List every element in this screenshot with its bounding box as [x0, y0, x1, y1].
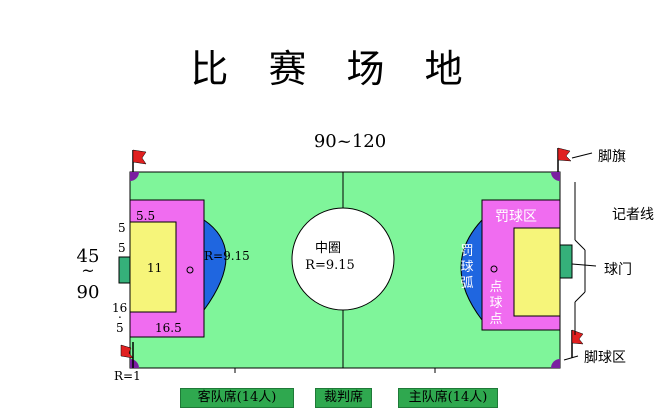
penalty-spot-char-3: 点 [489, 312, 502, 327]
corner-flag-top-left [132, 149, 147, 172]
corner-flag-label: 脚旗 [598, 149, 626, 165]
goal-area-offset-a: 5 [118, 221, 126, 235]
left-penalty-spot [186, 266, 194, 274]
right-goal [559, 244, 573, 279]
right-penalty-arc [460, 218, 483, 322]
penalty-arc-char-2: 球 [460, 260, 473, 275]
goal-pointer [571, 263, 597, 267]
penalty-area-label: 罚球区 [495, 209, 537, 225]
width-label-top: 45 [77, 246, 100, 267]
center-circle [291, 207, 395, 311]
corner-radius-label: R=1 [114, 369, 141, 383]
left-goal [118, 256, 131, 284]
home-bench: 主队席(14人) [398, 388, 498, 408]
center-circle-label: 中圈 [315, 241, 341, 256]
penalty-arc-char-1: 罚 [460, 244, 473, 259]
officials-bench: 裁判席 [315, 388, 372, 408]
penalty-spot-label: 点 球 点 [489, 280, 502, 327]
left-goal-area [129, 221, 177, 313]
corner-arc-top-left [130, 172, 139, 181]
penalty-spot-char-2: 球 [489, 296, 502, 311]
penalty-spot-number: 11 [147, 261, 162, 275]
goal-area-depth-label: 5.5 [136, 209, 155, 223]
left-penalty-arc [203, 219, 227, 312]
width-label-tilde: ~ [81, 261, 94, 280]
away-bench: 客队席(14人) [180, 388, 294, 408]
corner-flag-top-right [557, 147, 572, 172]
penalty-arc-char-3: 弧 [460, 276, 473, 291]
right-penalty-spot [490, 265, 498, 273]
length-label: 90~120 [314, 131, 386, 152]
corner-flag-pointer [571, 152, 593, 159]
corner-arc-bottom-right [551, 359, 560, 368]
corner-area-pointer [563, 355, 579, 361]
page-title: 比 赛 场 地 [190, 47, 477, 91]
width-label-bottom: 90 [77, 282, 100, 303]
right-goal-area [513, 227, 561, 317]
goal-area-offset-b: 5 [118, 241, 126, 255]
penalty-offset-label: 5 [116, 321, 124, 335]
corner-flag-bottom-left [120, 342, 134, 368]
arc-radius-label: R=9.15 [204, 249, 250, 263]
penalty-spot-char-1: 点 [489, 280, 502, 295]
center-circle-radius: R=9.15 [305, 258, 355, 273]
corner-area-label: 脚球区 [584, 350, 626, 366]
penalty-depth-label: 16.5 [155, 321, 182, 335]
penalty-arc-label: 罚 球 弧 [460, 244, 473, 291]
corner-flag-bottom-right [571, 329, 584, 358]
press-line-label: 记者线 [612, 207, 654, 223]
penalty-side-label: 16 [112, 301, 127, 315]
goal-label: 球门 [604, 262, 632, 278]
corner-arc-top-right [551, 172, 560, 181]
penalty-dot: . [118, 307, 122, 321]
